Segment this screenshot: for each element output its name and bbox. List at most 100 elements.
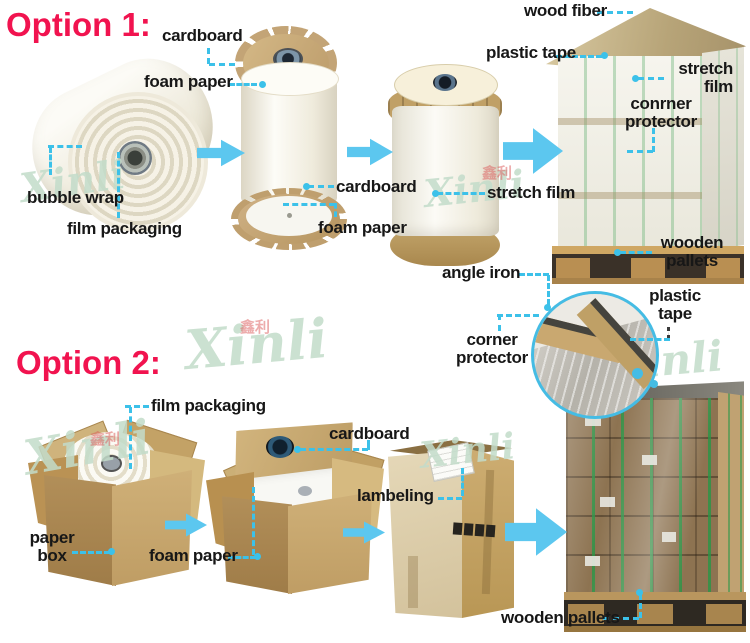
arrow-right-icon [505,508,567,556]
pallet2-bottom-plank [564,626,746,632]
roll3-core [433,74,457,91]
label-wooden-pallets: wooden pallets [501,608,620,627]
label-wooden-pallets: wooden pallets [660,233,724,270]
callout-line [308,185,334,188]
callout-dot [303,183,310,190]
callout-line [252,487,255,555]
callout-dot [259,81,266,88]
callout-line [129,407,132,469]
callout-dot [632,75,639,82]
arrow-right-icon [347,138,393,166]
callout-line [117,152,120,218]
callout-dot [108,548,115,555]
option1-title: Option 1: [6,6,151,43]
pallet2-block [706,604,742,624]
callout-line [597,11,633,14]
handling-mark-icon [474,523,485,537]
callout-dot [254,553,261,560]
box3-tape [408,556,418,608]
callout-line [620,251,652,254]
callout-line [519,273,549,276]
label-stretch-film: stretch film [678,59,733,96]
label-plastic-tape: plastic tape [649,286,701,323]
label-stretch-film: stretch film [487,183,576,202]
label-paper-box: paper box [29,528,75,565]
option2-title: Option 2: [16,344,161,381]
watermark-cjk: 鑫利 [90,430,121,448]
watermark-cjk: 鑫利 [482,164,513,182]
pallet2-block [637,604,673,624]
callout-line [461,468,464,496]
pallet2-side-face [718,392,744,602]
callout-line [638,77,664,80]
pallet2-block [568,604,604,624]
pallet1-block [706,258,740,278]
handling-mark-icon [485,524,496,538]
box-label [642,455,657,465]
callout-dot [432,190,439,197]
callout-line [667,327,670,339]
pallet2-box-stack [566,398,718,596]
label-foam-paper: foam paper [144,72,233,91]
callout-line [283,203,335,206]
base-disc-hole [287,213,292,218]
callout-line [207,48,210,64]
pallet2-deck [564,592,746,600]
box2-left-face [222,496,292,594]
label-corner-protector: conrner protector [625,94,697,131]
callout-line [125,405,149,408]
label-cardboard: cardboard [162,26,243,45]
label-cardboard: cardboard [336,177,417,196]
label-foam-paper: foam paper [318,218,407,237]
bale-seam [558,118,702,125]
handling-mark-icon [463,523,474,536]
callout-line [603,617,639,620]
label-corner-protector: corner protector [456,330,528,367]
box-label [662,532,676,542]
label-plastic-tape: plastic tape [486,43,576,62]
callout-dot [636,589,643,596]
callout-line [48,145,82,148]
callout-line [72,551,110,554]
label-angle-iron: angle iron [442,263,521,282]
foam-sheet-hole [298,486,312,496]
callout-line [228,556,256,559]
callout-line [497,314,539,317]
handling-mark-icon [452,522,463,535]
callout-line [556,55,602,58]
callout-dot [601,52,608,59]
roll3-wrapped-body [392,106,499,236]
callout-line [437,192,485,195]
box-label [585,415,601,426]
label-bubble-wrap: bubble wrap [27,188,124,207]
callout-line [498,314,501,331]
magnifier-callout-dot [650,380,658,388]
magnifier-callout-dot [632,368,643,379]
roll1-bubble-wrap-face [68,92,208,232]
label-lambeling: lambeling [357,486,434,505]
callout-line [547,275,550,305]
pallet1-bottom-plank [552,278,744,284]
callout-line [652,128,655,152]
callout-line [49,147,52,175]
callout-line [300,448,368,451]
watermark-cjk: 鑫利 [240,318,271,336]
callout-dot [294,446,301,453]
callout-dot [544,304,551,311]
callout-line [627,150,653,153]
callout-line [367,440,370,450]
roll-core [101,455,122,472]
callout-line [229,83,257,86]
bale-seam [558,192,702,199]
label-wood-fiber: wood fiber [524,1,607,20]
magnifier-circle-icon [531,291,659,419]
callout-dot [614,249,621,256]
callout-line [334,203,337,217]
bale-front-stretch-film [558,56,702,252]
label-foam-paper: foam paper [149,546,238,565]
roll2-top [241,62,339,96]
label-film-packaging: film packaging [67,219,182,238]
label-film-packaging: film packaging [151,396,266,415]
pallet1-deck [552,246,744,254]
